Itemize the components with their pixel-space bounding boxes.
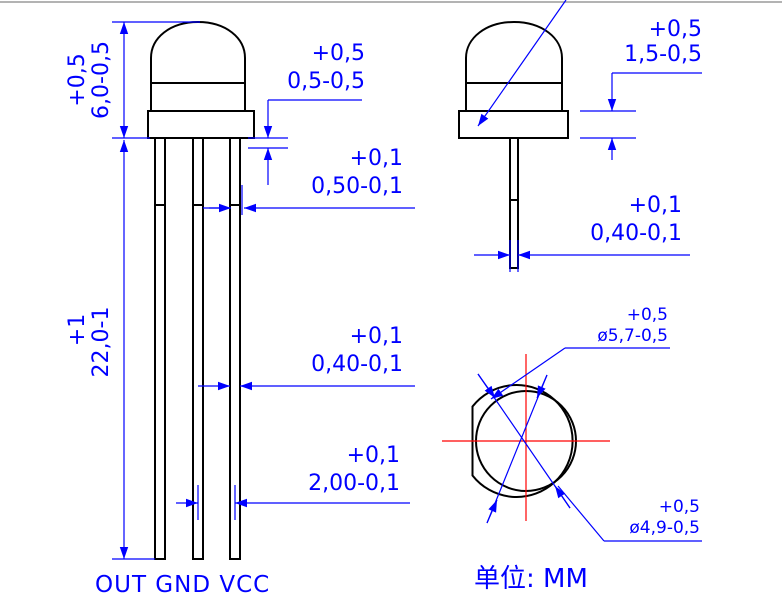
dim-lead-gap-value: 0,40-0,1 xyxy=(311,352,403,377)
lead-gnd xyxy=(192,137,204,560)
front-view xyxy=(147,20,255,560)
dim-lead-pitch-value: 2,00-0,1 xyxy=(308,471,400,496)
dim-flange-height: +0,5 0,5-0,5 xyxy=(248,41,365,185)
pin-labels: OUT GND VCC xyxy=(95,572,270,598)
dim-flange-diameter-tolerance: +0,5 xyxy=(627,305,668,325)
front-dome xyxy=(150,20,246,83)
dim-side-flange-height: +0,5 1,5-0,5 xyxy=(580,17,702,160)
dim-side-lead-thickness-value: 0,40-0,1 xyxy=(590,221,682,246)
dim-lead-gap-tolerance: +0,1 xyxy=(350,324,403,349)
top-view xyxy=(442,354,610,521)
unit-label: 单位: MM xyxy=(474,564,588,594)
dim-lead-length-value: 22,0-1 xyxy=(89,307,114,378)
side-dome xyxy=(465,20,563,83)
dim-flange-diameter: +0,5 ø5,7-0,5 xyxy=(477,305,670,509)
dim-lead-width-tolerance: +0,1 xyxy=(350,146,403,171)
dim-flange-diameter-value: ø5,7-0,5 xyxy=(597,326,668,346)
dim-body-diameter-value: ø4,9-0,5 xyxy=(629,518,700,538)
side-flange xyxy=(458,110,569,139)
dim-side-diameter-leader xyxy=(477,0,567,127)
dim-lead-width-value: 0,50-0,1 xyxy=(311,174,403,199)
dim-lead-pitch: +0,1 2,00-0,1 xyxy=(176,443,410,520)
lead-vcc xyxy=(229,137,241,560)
dim-lead-pitch-tolerance: +0,1 xyxy=(347,443,400,468)
top-flange-outline xyxy=(471,384,574,498)
lead-out xyxy=(154,137,166,560)
side-view xyxy=(458,20,569,269)
dim-dome-height: +0,5 6,0-0,5 xyxy=(65,21,200,139)
dim-body-diameter-tolerance: +0,5 xyxy=(659,497,700,517)
dim-dome-height-value: 6,0-0,5 xyxy=(89,41,114,119)
dim-body-diameter: +0,5 ø4,9-0,5 xyxy=(486,374,702,542)
dim-lead-length-tolerance: +1 xyxy=(65,314,90,346)
dim-lead-gap: +0,1 0,40-0,1 xyxy=(198,324,415,391)
dim-side-lead-thickness: +0,1 0,40-0,1 xyxy=(474,193,690,272)
side-lead xyxy=(509,137,519,269)
dim-dome-height-tolerance: +0,5 xyxy=(65,53,90,106)
dim-lead-width: +0,1 0,50-0,1 xyxy=(203,146,415,215)
dim-flange-height-tolerance: +0,5 xyxy=(312,41,365,66)
dim-lead-length: +1 22,0-1 xyxy=(65,140,155,560)
dim-side-flange-height-tolerance: +0,5 xyxy=(649,17,702,42)
dim-side-flange-height-value: 1,5-0,5 xyxy=(624,42,702,67)
front-flange xyxy=(147,110,255,139)
dim-flange-height-value: 0,5-0,5 xyxy=(287,69,365,94)
dim-side-lead-thickness-tolerance: +0,1 xyxy=(629,193,682,218)
